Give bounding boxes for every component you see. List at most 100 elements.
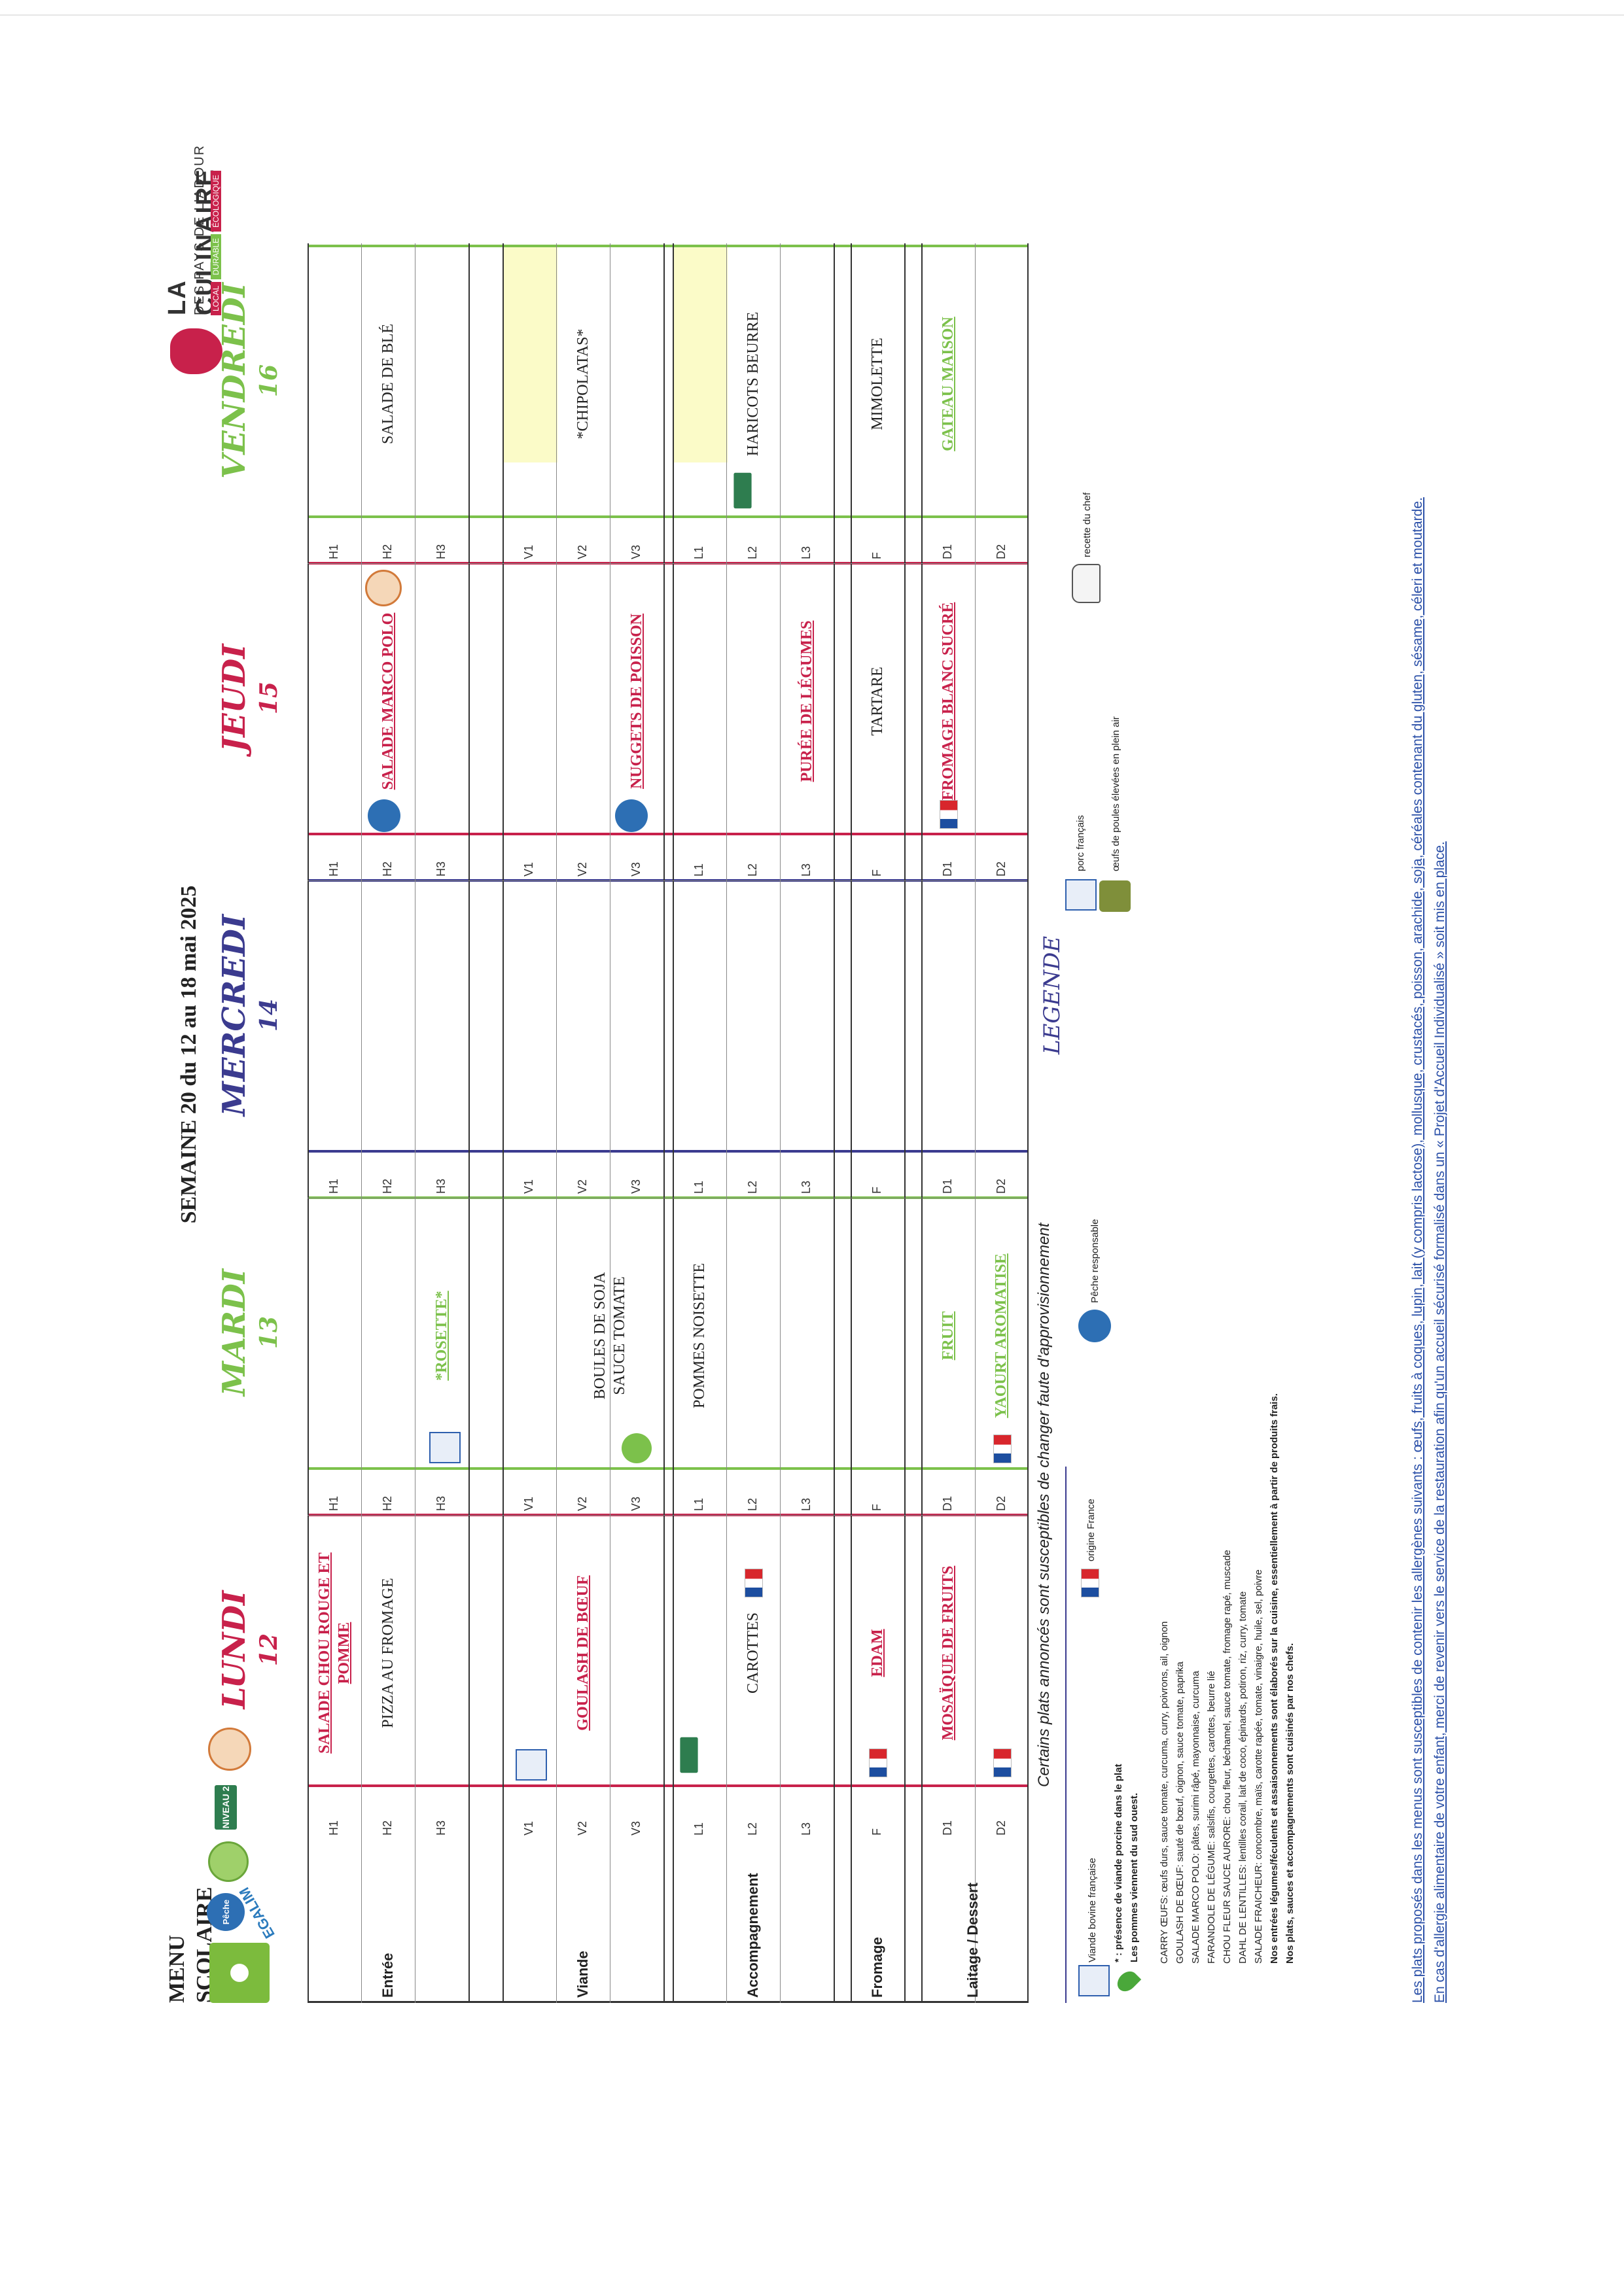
origine-france-flag-icon [1081,1569,1099,1597]
bio-badge-icon [208,1841,249,1882]
code: L2 [746,546,759,559]
code: D2 [995,1820,1008,1835]
recette-chef-seal-icon [365,570,402,606]
brand-sub: DES PAYS DE L'ADOUR [192,144,207,315]
origine-france-flag-icon [993,1748,1012,1777]
recipe-line: DAHL DE LENTILLES: lentilles corail, lai… [1237,1591,1248,1964]
recipe-line: SALADE FRAICHEUR: concombre, maïs, carot… [1253,1569,1264,1964]
code: L1 [692,546,705,559]
code: L2 [746,1822,759,1835]
code: F [870,1187,883,1194]
day-num-mercredi: 14 [255,998,283,1032]
allergen-footer[interactable]: Les plats proposés dans les menus sont s… [1407,119,1451,2003]
recipe-line: GOULASH DE BŒUF: sauté de bœuf, oignon, … [1174,1661,1186,1964]
code: D2 [995,1178,1008,1194]
mardi-d2: YAOURT AROMATISE [993,1253,1010,1418]
vendredi-l2: HARICOTS BEURRE [745,311,762,457]
code: H1 [327,544,340,559]
legend-recette-chef: recette du chef [1082,492,1093,557]
day-name-mercredi: MERCREDI [216,914,253,1117]
code: F [870,869,883,877]
rule [975,243,976,2003]
vendredi-h2: SALADE DE BLÉ [380,324,397,444]
row-label-fromage: Fromage [869,1937,885,1998]
code: V1 [522,1496,535,1511]
code: V1 [522,1820,535,1835]
code: V1 [522,544,535,559]
code: V2 [576,544,589,559]
code: H1 [327,1495,340,1511]
lundi-v2: GOULASH DE BŒUF [574,1575,591,1731]
rule [1027,243,1029,2003]
code: D2 [995,1495,1008,1511]
code: H2 [381,1495,394,1511]
mardi-h3: *ROSETTE* [433,1291,450,1381]
recipe-list: CARRY ŒUFS: œufs durs, sauce tomate, cur… [1157,917,1298,1964]
code: L3 [800,1497,813,1511]
day-num-vendredi: 16 [255,364,283,398]
legend-porc-star: * : présence de viande porcine dans le p… [1113,1764,1124,1962]
allergen-line[interactable]: Les plats proposés dans les menus sont s… [1410,497,1425,2003]
brand-tag: ÉCOLOGIQUE [211,171,221,232]
jeudi-v3: NUGGETS DE POISSON [628,613,645,790]
oeufs-plein-air-icon [1099,880,1131,912]
codes-jeudi: H1 H2 H3 V1 V2 V3 L1 L2 L3 F D1 D2 [308,835,1027,881]
code: V1 [522,1179,535,1194]
highlight-v1-vendredi [504,247,557,462]
code: L3 [800,863,813,877]
code: L1 [692,1180,705,1194]
mardi-d1: FRUIT [940,1311,957,1361]
col-mercredi [308,879,1027,1153]
code: D1 [941,1820,954,1835]
porc-francais-icon [1065,879,1097,911]
code: V2 [576,861,589,877]
code: H3 [434,1820,448,1835]
code: H3 [434,1495,448,1511]
rule [834,243,835,2003]
supply-note: Certains plats annoncés sont susceptible… [1035,1223,1053,1787]
code: F [870,1504,883,1511]
code: H3 [434,1178,448,1194]
location-pin-icon [1113,1967,1142,1996]
recipe-note: Nos plats, sauces et accompagnements son… [1284,1643,1296,1964]
jeudi-h2: SALADE MARCO POLO [380,612,397,790]
col-jeudi [308,562,1027,835]
code: V2 [576,1179,589,1194]
code: V1 [522,861,535,877]
pai-line[interactable]: En cas d'allergie alimentaire de votre e… [1432,841,1447,2003]
day-num-mardi: 13 [255,1315,283,1349]
codes-mardi: H1 H2 H3 V1 V2 V3 L1 L2 L3 F D1 D2 [308,1469,1027,1516]
legend-origine-france: origine France [1086,1499,1097,1561]
code: H2 [381,1178,394,1194]
day-name-lundi: LUNDI [216,1590,253,1709]
day-name-mardi: MARDI [216,1268,253,1397]
rule [904,243,906,2003]
top-rule [0,14,1624,16]
lundi-d1: MOSAÏQUE DE FRUITS [940,1565,957,1741]
chef-hat-icon [1072,564,1101,603]
lundi-h1: SALADE CHOU ROUGE ET POMME [316,1552,353,1754]
bbc-label-icon [516,1749,547,1781]
week-title: SEMAINE 20 du 12 au 18 mai 2025 [177,885,201,1224]
day-num-jeudi: 15 [255,681,283,715]
code: V3 [629,544,643,559]
peche-responsable-icon [1078,1310,1111,1342]
rule [468,243,470,2003]
day-name-vendredi: VENDREDI [216,283,253,479]
recipe-line: CARRY ŒUFS: œufs durs, sauce tomate, cur… [1159,1621,1170,1964]
codes-lundi: H1 H2 H3 V1 V2 V3 L1 L2 L3 F D1 D2 [308,1787,1027,1839]
code: L3 [800,546,813,559]
code: L1 [692,863,705,877]
code: V2 [576,1820,589,1835]
code: L2 [746,1497,759,1511]
code: V3 [629,1496,643,1511]
lundi-l2: CAROTTES [745,1612,762,1694]
culinaire-logo-icon [170,328,222,374]
highlight-l1-vendredi [674,247,728,462]
code: F [870,1828,883,1835]
legend-rule [1065,1467,1067,2003]
code: D2 [995,544,1008,559]
rule [780,243,781,2003]
menu-grid: Entrée Viande Accompagnement Fromage Lai… [308,106,1040,2003]
legend-porc: porc français [1075,815,1086,871]
